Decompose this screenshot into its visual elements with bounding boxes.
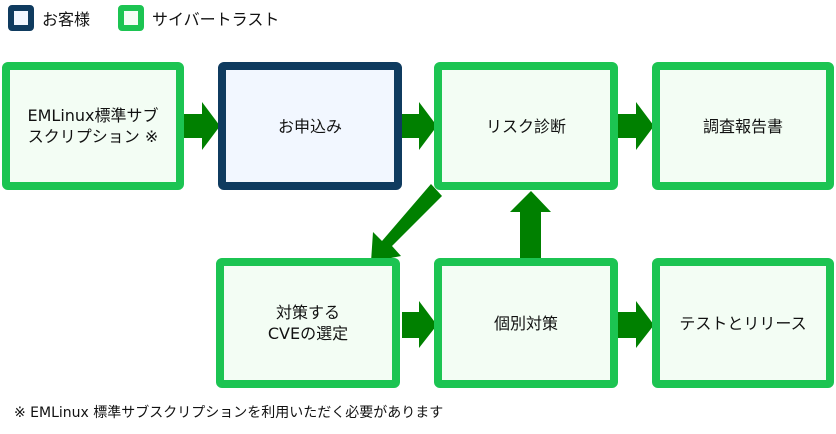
step-individual-measures: 個別対策 (434, 258, 618, 388)
footnote: ※ EMLinux 標準サブスクリプションを利用いただく必要があります (14, 405, 444, 421)
step-subscription: EMLinux標準サブ スクリプション ※ (2, 62, 184, 190)
arrow-cve-selection-to-individual-measures (402, 301, 437, 348)
legend-customer: お客様 (8, 5, 90, 31)
step-individual-measures-label: 個別対策 (493, 313, 558, 333)
arrow-risk-diagnosis-to-cve-selection (371, 184, 442, 262)
legend-label-customer: お客様 (42, 10, 91, 29)
arrow-individual-measures-to-risk-diagnosis (510, 191, 551, 258)
step-risk-diagnosis-label: リスク診断 (485, 116, 566, 136)
step-report: 調査報告書 (652, 62, 834, 190)
arrow-risk-diagnosis-to-report (618, 102, 654, 150)
step-cve-selection-label: 対策する CVEの選定 (267, 303, 349, 343)
step-test-release: テストとリリース (652, 258, 834, 388)
legend-label-trust: サイバートラスト (152, 10, 280, 29)
step-application-label: お申込み (277, 116, 342, 136)
step-subscription-label: EMLinux標準サブ スクリプション ※ (27, 106, 159, 146)
legend-trust: サイバートラスト (118, 5, 279, 31)
step-cve-selection: 対策する CVEの選定 (216, 258, 400, 388)
arrow-individual-measures-to-test-release (618, 301, 654, 348)
arrow-subscription-to-application (184, 102, 220, 150)
step-report-label: 調査報告書 (702, 116, 783, 136)
step-risk-diagnosis: リスク診断 (434, 62, 618, 190)
legend-swatch-trust (118, 5, 144, 31)
legend-swatch-customer (8, 5, 34, 31)
step-test-release-label: テストとリリース (679, 313, 807, 333)
step-application: お申込み (218, 62, 402, 190)
arrow-application-to-risk-diagnosis (402, 102, 437, 150)
